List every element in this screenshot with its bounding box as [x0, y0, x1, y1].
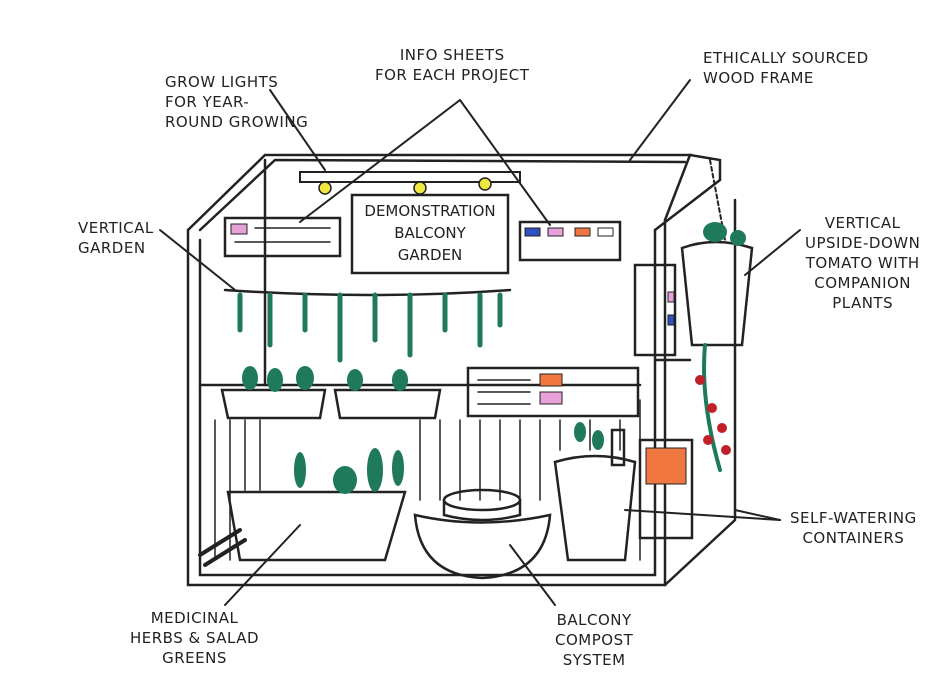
upside-down-tomato	[680, 159, 754, 472]
compost-bowl	[413, 488, 552, 580]
label-tomato: Vertical upside-down tomato with compani…	[805, 214, 921, 312]
label-medicinal: Medicinal herbs & salad greens	[130, 609, 260, 667]
label-grow-lights: Grow lights for year- round growing	[165, 73, 309, 131]
herb-planter	[198, 448, 407, 567]
sign-line-1: Demonstration	[364, 202, 496, 220]
label-compost: Balcony compost system	[555, 611, 634, 669]
sign-board	[350, 193, 510, 275]
self-watering-container	[553, 422, 637, 562]
grow-lights	[299, 171, 521, 195]
leader-lines	[159, 79, 801, 606]
vertical-garden	[220, 288, 512, 420]
info-sheets	[223, 216, 694, 540]
label-self-watering: Self-watering containers	[790, 509, 917, 547]
sign-text: DemonstrationBalconyGarden	[352, 200, 508, 266]
label-info-sheets: Info sheets for each project	[375, 46, 530, 84]
sign-line-2: Balcony	[394, 224, 466, 242]
label-vertical-garden: Vertical garden	[78, 219, 154, 257]
sign-line-3: Garden	[397, 246, 463, 264]
label-wood-frame: Ethically sourced wood frame	[703, 49, 869, 87]
back-slats	[214, 399, 641, 561]
